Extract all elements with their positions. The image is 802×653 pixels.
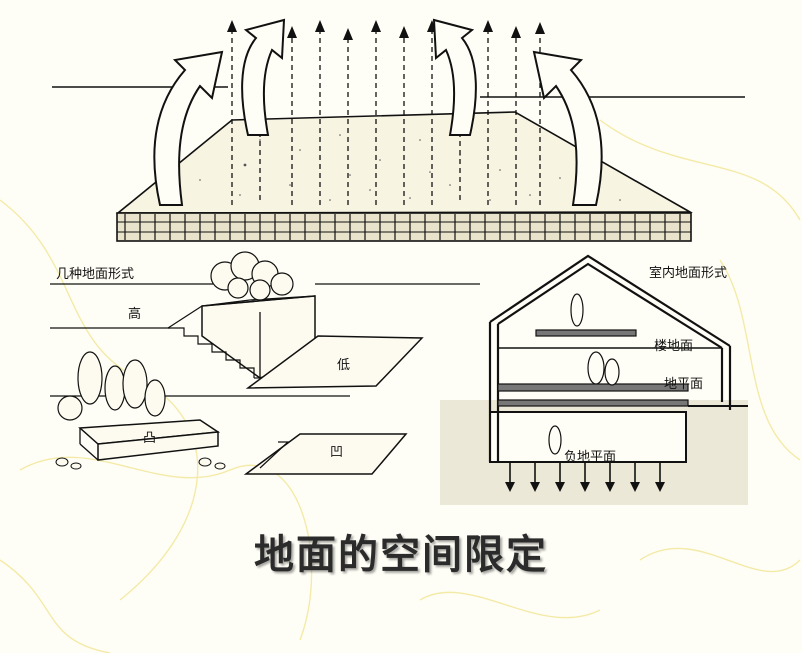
label-low: 低: [337, 358, 351, 373]
raised-platform-diagram: [52, 18, 745, 242]
indoor-section-diagram: [440, 254, 748, 505]
label-floor-level: 楼地面: [654, 339, 694, 354]
label-indoor-ground-forms: 室内地面形式: [649, 266, 728, 281]
ground-forms-diagram: [50, 251, 480, 475]
label-concave: 凹: [330, 445, 344, 460]
label-negative-level: 负地平面: [564, 450, 617, 465]
label-convex: 凸: [143, 431, 157, 446]
label-several-ground-forms: 几种地面形式: [56, 267, 135, 282]
label-ground-level: 地平面: [664, 377, 704, 392]
label-high: 高: [128, 307, 142, 322]
slide-caption: 地面的空间限定: [254, 532, 548, 578]
